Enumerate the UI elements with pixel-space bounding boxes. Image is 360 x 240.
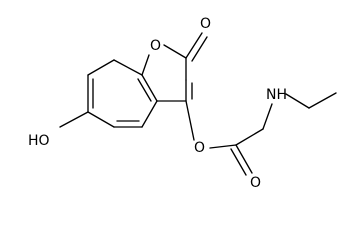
amine-label: NH [266,87,287,103]
bond-ester-oxygen-carbonyl [209,144,237,149]
bond-o1-c2 [163,44,187,59]
bond-c8a-c8 [87,59,115,76]
bond-c4a-c8a-inner [137,78,152,102]
bond-amine-ethyl [285,93,310,109]
ester-carbonyl-oxygen-label: O [250,175,261,189]
bond-c5-c4a [141,100,158,128]
bond-carbonyl-double [235,144,253,174]
bond-c7-c6 [87,111,115,128]
bond-carbonyl-ch2 [235,128,264,146]
ring-oxygen-label: O [150,38,161,54]
ester-chain [185,92,337,176]
bond-c4-ester-oxygen [185,100,195,141]
bond-c8a-top [113,59,143,76]
bond-c2-carbonyl [185,32,203,59]
lactone-carbonyl-oxygen-label: O [200,16,211,32]
bond-ethyl-terminal [308,92,337,109]
bond-c7-hydroxyl [59,111,89,128]
benzene-ring [87,59,158,128]
bond-carbonyl-double-inner [230,148,247,176]
bond-c4a-c8a [141,74,158,102]
bond-ch2-amine [262,103,273,130]
ester-oxygen-label: O [194,140,205,156]
hydroxyl-label: HO [28,133,50,149]
pyranone-ring [141,32,208,102]
bond-c2-carbonyl-inner [191,36,208,62]
bond-c8a-o1 [141,54,150,76]
structure-diagram: O O HO O O NH [28,16,337,189]
